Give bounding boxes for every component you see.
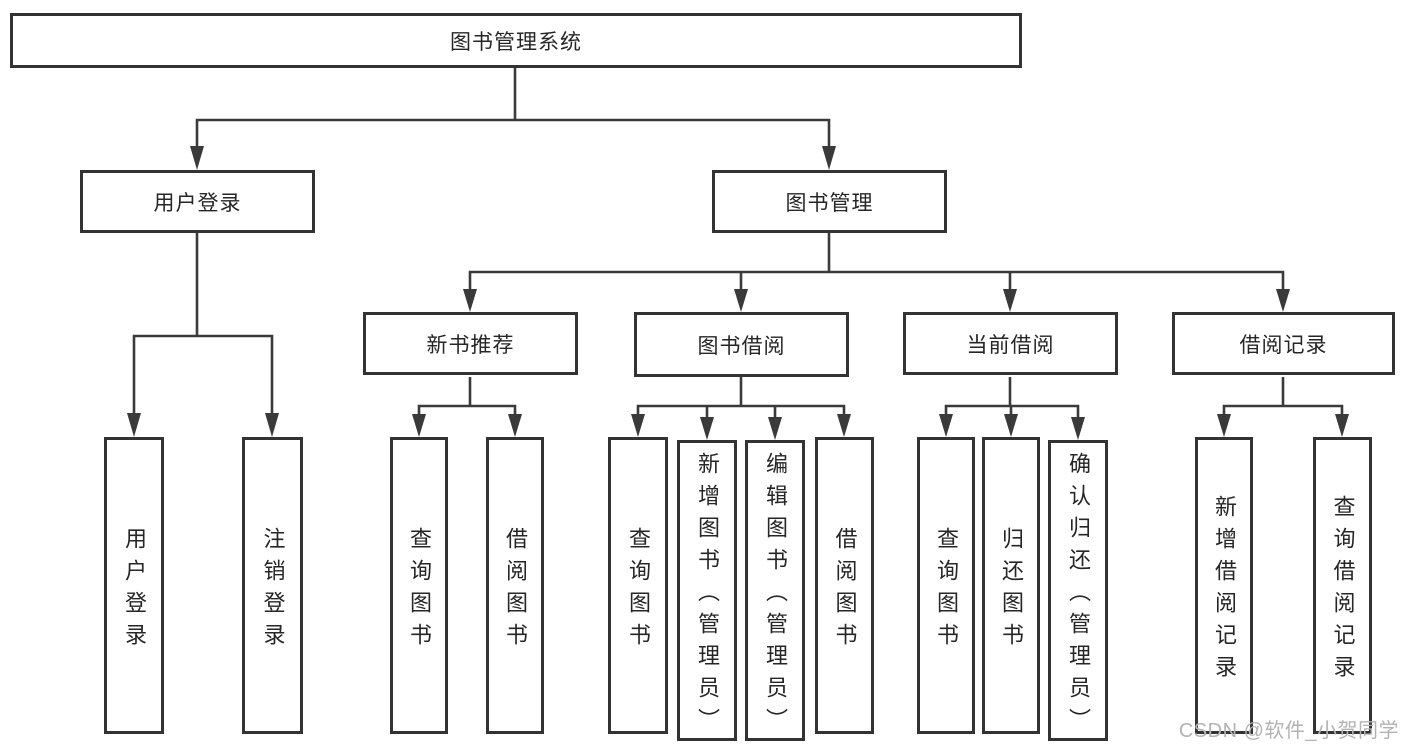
arrowhead [939,414,953,437]
arrowhead [700,417,714,440]
node-label: 查询图书 [934,526,959,655]
node-label: 图书管理系统 [450,30,582,54]
node-label: 查询图书 [407,526,432,655]
node-label: 图书管理 [785,191,874,215]
node-label: 归还图书 [999,526,1024,655]
node-label: 编辑图书（管理员） [763,451,788,740]
connector-current-borrow [944,377,1080,422]
connector-root [195,68,831,151]
node-label: 借阅记录 [1239,333,1328,357]
connector-book-borrow [636,377,846,422]
node-borrow-book-2: 借阅图书 [815,437,874,734]
arrowhead [734,289,748,312]
node-label: 用户登录 [122,526,147,655]
connector-new-book-rec [417,377,517,420]
connector-borrow-record [1222,377,1344,420]
node-edit-book-admin: 编辑图书（管理员） [745,440,805,741]
node-label: 新增图书（管理员） [695,451,720,740]
node-borrow-book-1: 借阅图书 [486,437,544,734]
node-logout-leaf: 注销登录 [242,437,303,734]
node-book-mgmt: 图书管理 [712,170,947,233]
connector-user-login [132,233,274,420]
node-query-borrow-record: 查询借阅记录 [1313,437,1372,734]
arrowhead [1004,414,1018,437]
arrowhead [190,146,204,170]
node-label: 查询借阅记录 [1330,494,1356,687]
node-label: 用户登录 [153,191,242,215]
node-label: 新增借阅记录 [1212,494,1237,687]
node-label: 借阅图书 [832,526,858,655]
arrowhead [265,413,279,437]
node-query-book-3: 查询图书 [917,437,975,734]
arrowhead [127,413,141,437]
arrowhead [822,146,836,170]
arrowhead [508,414,522,437]
node-label: 借阅图书 [503,526,528,655]
node-label: 注销登录 [260,526,286,655]
node-label: 图书借阅 [697,334,786,358]
arrowhead [1217,414,1231,437]
node-user-login: 用户登录 [80,170,315,233]
node-confirm-return-admin: 确认归还（管理员） [1048,440,1108,741]
node-borrow-record: 借阅记录 [1172,312,1395,375]
arrowhead [631,414,645,437]
arrowhead [837,414,851,437]
node-query-book-2: 查询图书 [608,437,668,734]
arrowhead [1335,414,1349,437]
connector-book-mgmt [468,233,1285,294]
node-label: 查询图书 [626,526,651,655]
node-return-book: 归还图书 [982,437,1040,734]
node-label: 当前借阅 [966,333,1055,357]
arrowhead [1276,289,1290,312]
node-new-book-recommend: 新书推荐 [363,312,578,375]
arrowhead [412,414,426,437]
arrowhead [463,289,477,312]
node-add-book-admin: 新增图书（管理员） [677,440,737,741]
watermark: CSDN @软件_小贺同学 [1178,720,1399,742]
arrowhead [768,417,782,440]
node-label: 新书推荐 [426,333,515,357]
node-add-borrow-record: 新增借阅记录 [1195,437,1253,734]
node-label: 确认归还（管理员） [1066,451,1091,740]
node-user-login-leaf: 用户登录 [104,437,164,734]
arrowhead [1071,417,1085,440]
node-current-borrow: 当前借阅 [903,312,1118,375]
node-book-borrow: 图书借阅 [634,312,849,377]
node-query-book-1: 查询图书 [390,437,448,734]
node-root: 图书管理系统 [10,13,1022,68]
arrowhead [1003,289,1017,312]
